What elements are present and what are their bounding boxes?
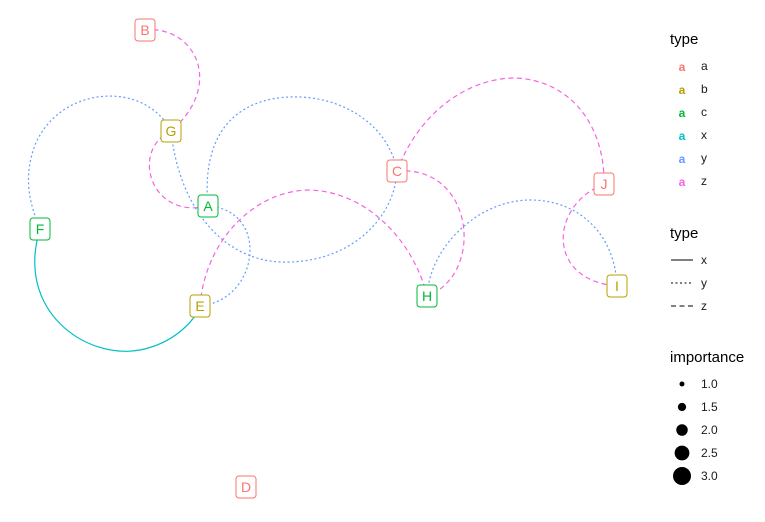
node-box [160, 119, 182, 143]
node-j[interactable]: J [593, 172, 615, 196]
legend-size-item-3-0: 3.0 [673, 467, 718, 485]
legend-size-key [673, 467, 691, 485]
edge-g-a [148, 130, 209, 209]
legend-color-label: a [701, 59, 708, 73]
legend-color-key: a [679, 60, 686, 74]
edge-c-h [396, 170, 465, 297]
legend-size-item-1-0: 1.0 [679, 377, 718, 391]
legend-linetype-title: type [670, 225, 698, 242]
node-d[interactable]: D [235, 475, 257, 499]
legend-linetype-item-y: y [671, 276, 707, 290]
edge-f-e [34, 228, 201, 352]
legend-size-title: importance [670, 349, 744, 366]
legend-size-key [676, 424, 688, 436]
legend-linetype-item-x: x [671, 253, 707, 267]
legend-size-key [677, 402, 687, 412]
node-box [606, 274, 628, 298]
edge-b-g [144, 29, 201, 132]
legend-size-label: 3.0 [701, 469, 718, 483]
node-c[interactable]: C [386, 159, 408, 183]
node-f[interactable]: F [29, 217, 51, 241]
legend-size-item-2-5: 2.5 [674, 445, 718, 461]
legend-color-label: y [701, 151, 707, 165]
node-i[interactable]: I [606, 274, 628, 298]
node-label: F [36, 221, 45, 237]
legend-color-title: type [670, 31, 698, 48]
legend-linetype-label: x [701, 253, 707, 267]
legend-size-item-1-5: 1.5 [677, 400, 718, 414]
legend-color-label: x [701, 128, 707, 142]
node-box [29, 217, 51, 241]
legend-size: importance 1.0 1.5 2.0 2.5 3.0 [670, 349, 744, 485]
node-a[interactable]: A [197, 194, 219, 218]
legend-linetype: type xyz [670, 225, 707, 313]
legend-size-label: 2.0 [701, 423, 718, 437]
node-h[interactable]: H [416, 284, 438, 308]
legend-color-label: z [701, 174, 707, 188]
edge-g-c [170, 130, 398, 263]
legend-size-label: 1.5 [701, 400, 718, 414]
edge-g-f [27, 95, 172, 230]
node-label: E [195, 298, 204, 314]
legend-color-label: b [701, 82, 708, 96]
node-box [416, 284, 438, 308]
legend-color-key: a [679, 129, 686, 143]
node-label: J [601, 176, 608, 192]
node-label: D [241, 479, 251, 495]
edge-e-h [199, 189, 428, 307]
legend-size-label: 2.5 [701, 446, 718, 460]
node-box [386, 159, 408, 183]
node-box [197, 194, 219, 218]
legend-size-label: 1.0 [701, 377, 718, 391]
legend-linetype-label: y [701, 276, 707, 290]
node-label: H [422, 288, 432, 304]
edges-layer [27, 29, 618, 352]
node-label: B [140, 22, 149, 38]
nodes-layer: A B C D E F G H I J [29, 18, 628, 499]
node-label: I [615, 278, 619, 294]
legend-color-label: c [701, 105, 707, 119]
node-box [134, 18, 156, 42]
node-box [593, 172, 615, 196]
legend-linetype-item-z: z [671, 299, 707, 313]
node-e[interactable]: E [189, 294, 211, 318]
legend-color-key: a [679, 175, 686, 189]
legend-color-key: a [679, 83, 686, 97]
node-label: C [392, 163, 402, 179]
node-box [189, 294, 211, 318]
legend-linetype-label: z [701, 299, 707, 313]
edge-h-i [426, 199, 618, 297]
legend-color-key: a [679, 106, 686, 120]
legend-size-item-2-0: 2.0 [676, 423, 718, 437]
edge-c-j [396, 77, 605, 185]
node-g[interactable]: G [160, 119, 182, 143]
edge-a-e [199, 205, 251, 307]
edge-j-i [562, 183, 618, 287]
legend-size-key [679, 381, 685, 387]
edge-a-c [206, 96, 398, 207]
node-label: A [203, 198, 213, 214]
legend-color-key: a [679, 152, 686, 166]
node-box [235, 475, 257, 499]
legend-size-key [674, 445, 690, 461]
node-b[interactable]: B [134, 18, 156, 42]
node-label: G [166, 123, 177, 139]
